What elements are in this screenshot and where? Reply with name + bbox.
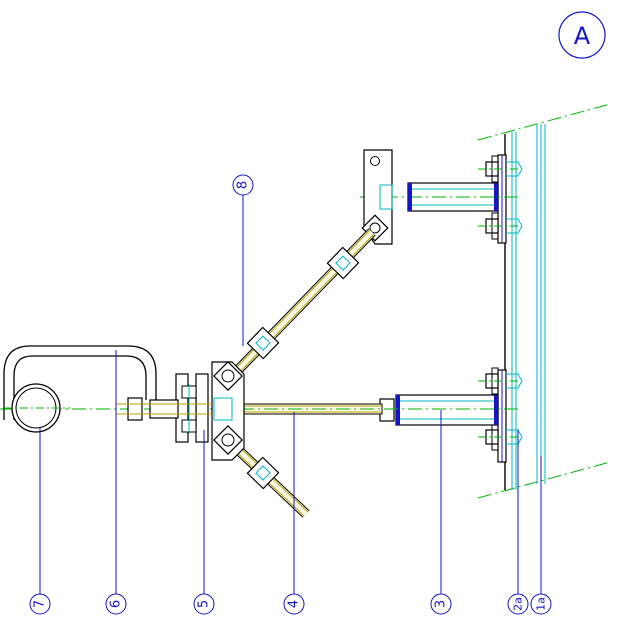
lower-sleeve-weld — [396, 395, 400, 425]
lower-sleeve-end-weld — [494, 395, 498, 425]
upper-sleeve-end-weld — [494, 183, 498, 211]
view-label-text: A — [574, 22, 591, 50]
upper-sleeve — [360, 182, 520, 212]
wall-break-line-top — [477, 103, 611, 141]
view-label-circle — [558, 11, 606, 59]
upper-bolt-bottom — [478, 212, 523, 240]
balloon-8: 8 — [232, 174, 254, 196]
pipe — [4, 383, 70, 433]
balloon-3: 3 — [430, 593, 452, 615]
balloon-6: 6 — [105, 593, 127, 615]
balloon-6-label: 6 — [109, 600, 124, 608]
balloon-7-label: 7 — [33, 600, 48, 608]
balloon-7: 7 — [29, 593, 51, 615]
upper-bracket — [361, 149, 393, 245]
lower-diagonal-strut — [228, 440, 310, 518]
view-label: A — [558, 11, 606, 59]
upper-bolt-top — [478, 155, 523, 183]
lower-anchor-plate — [478, 367, 523, 463]
lower-sleeve — [379, 394, 499, 426]
balloon-1a-label: 1a — [535, 597, 548, 611]
upper-sleeve-weld — [408, 183, 412, 211]
balloon-5: 5 — [193, 593, 215, 615]
u-bolt — [3, 345, 157, 420]
balloon-8-label: 8 — [236, 181, 251, 189]
clamp-assembly — [116, 373, 212, 443]
balloon-4: 4 — [283, 593, 305, 615]
leader-lines — [39, 195, 542, 594]
balloon-2a: 2a — [507, 593, 529, 615]
lower-bolt-bottom — [478, 423, 523, 451]
lower-bolt-top — [478, 367, 523, 395]
wall-break-line-bottom — [477, 461, 611, 499]
node-plate — [211, 361, 245, 461]
balloon-1a: 1a — [530, 593, 552, 615]
balloon-2a-label: 2a — [512, 597, 525, 611]
balloon-5-label: 5 — [197, 600, 212, 608]
bracket-hole — [370, 156, 380, 166]
balloon-3-label: 3 — [434, 600, 449, 608]
upper-anchor-plate — [478, 154, 523, 244]
balloon-4-label: 4 — [287, 600, 302, 608]
upper-diagonal-strut — [232, 228, 376, 376]
